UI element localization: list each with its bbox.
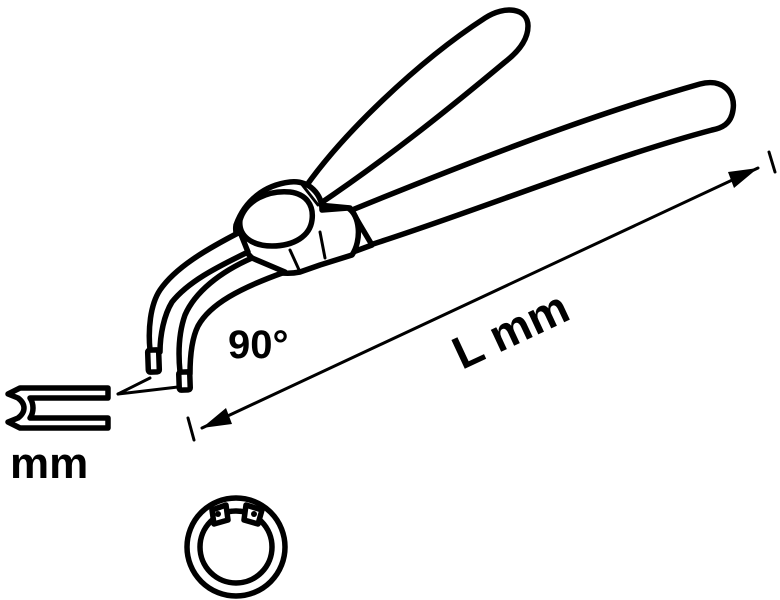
internal-circlip-ring-icon — [184, 495, 288, 599]
right-tip — [176, 369, 193, 393]
left-tip — [144, 347, 163, 375]
angle-label: 90° — [228, 323, 289, 367]
lower-handle — [349, 79, 737, 248]
pliers-icon — [144, 7, 737, 393]
pivot-cap — [237, 189, 316, 249]
tip-diameter-gauge-icon — [5, 376, 180, 431]
jaw-detail — [288, 180, 327, 274]
length-dimension — [186, 150, 777, 442]
tip-unit-label: mm — [10, 439, 88, 488]
upper-handle — [297, 7, 531, 208]
length-label: L mm — [444, 280, 576, 379]
